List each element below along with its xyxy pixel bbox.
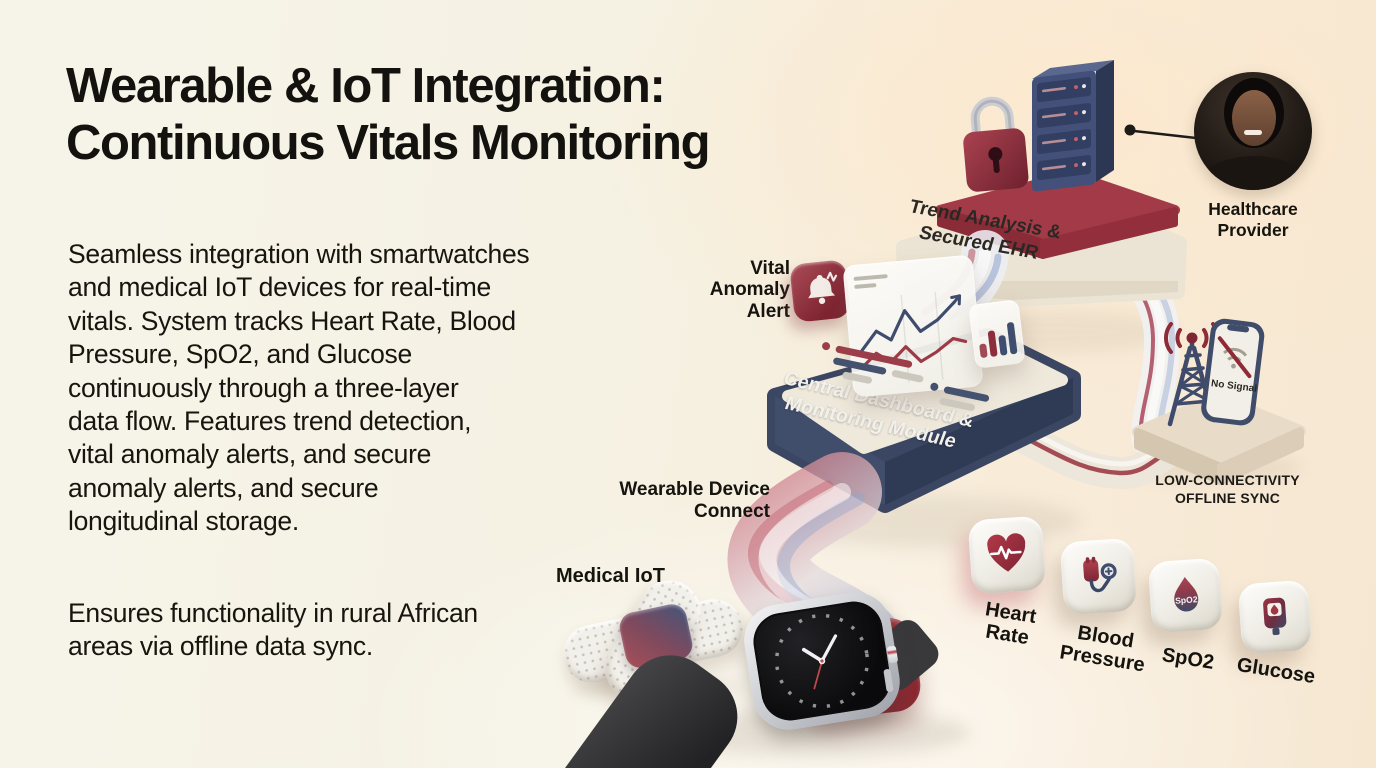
title-line-1: Wearable & IoT Integration: (66, 59, 666, 113)
provider-line1: Healthcare (1208, 199, 1298, 219)
tile-spo2: SpO2 (1147, 557, 1224, 634)
card-header-line (854, 283, 877, 289)
offline-line2: OFFLINE SYNC (1174, 490, 1281, 507)
wearable-line1: Wearable Device (619, 479, 770, 500)
offline-line1: LOW-CONNECTIVITY (1155, 472, 1300, 488)
avatar-face (1232, 90, 1276, 146)
offline-note-paragraph: Ensures functionality in rural African a… (68, 598, 478, 662)
watch-screen (749, 597, 895, 725)
anomaly-line3: Alert (746, 300, 790, 322)
wifi-slash-icon (1217, 336, 1252, 379)
spo2-badge-text: SpO2 (1174, 594, 1197, 606)
vital-anomaly-alert-label: Vital Anomaly Alert (688, 258, 790, 322)
tile-glucose (1237, 579, 1313, 655)
card-header-line (853, 274, 888, 281)
offline-sync-label: LOW-CONNECTIVITY OFFLINE SYNC (1130, 471, 1325, 507)
mini-bar-chart-card (968, 299, 1026, 369)
provider-connector-line (1124, 124, 1197, 140)
provider-line2: Provider (1217, 220, 1289, 241)
intro-paragraph: Seamless integration with smartwatches a… (68, 239, 530, 536)
title-line-2: Continuous Vitals Monitoring (66, 116, 711, 171)
blood-pressure-icon (1082, 556, 1117, 592)
smartwatch (739, 587, 905, 735)
heart-ecg-icon (987, 533, 1026, 572)
tile-heart-rate (967, 515, 1047, 595)
medical-iot-label: Medical IoT (556, 565, 665, 587)
healthcare-provider-label: Healthcare Provider (1192, 199, 1314, 242)
mini-bar-chart (979, 322, 1018, 358)
page-title: Wearable & IoT Integration: Continuous V… (66, 58, 711, 173)
anomaly-line1: Vital (750, 258, 790, 279)
anomaly-line2: Anomaly (709, 279, 790, 301)
tile-blood-pressure (1059, 537, 1138, 616)
server-icon (1032, 60, 1114, 192)
lock-icon (963, 96, 1029, 192)
avatar-shoulders (1202, 156, 1306, 190)
glucose-meter-icon (1263, 597, 1287, 636)
alert-bell-icon (808, 271, 838, 305)
wearable-connect-label: Wearable Device Connect (600, 479, 770, 524)
avatar-smile (1244, 130, 1262, 135)
watch-analog-face (774, 613, 870, 709)
spo2-drop-icon: SpO2 (1173, 576, 1198, 611)
no-signal-phone-icon (1201, 318, 1265, 426)
platform-offline (1132, 392, 1306, 485)
healthcare-provider-photo (1194, 72, 1312, 190)
wearable-line2: Connect (694, 501, 770, 523)
anomaly-alert-tile (789, 259, 851, 323)
